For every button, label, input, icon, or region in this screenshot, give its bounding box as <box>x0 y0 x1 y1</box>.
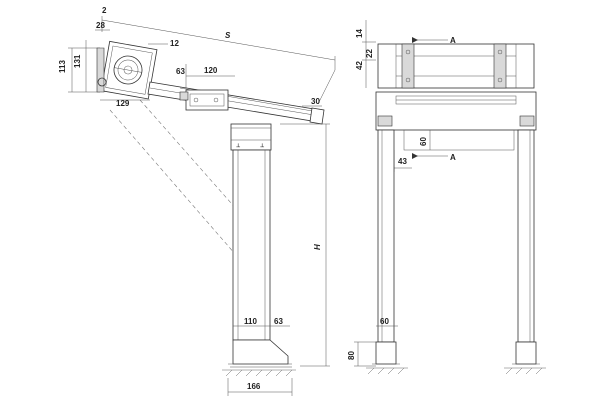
section-A-top: A <box>450 36 456 45</box>
section-A-bottom: A <box>450 153 456 162</box>
dimension-H: H <box>280 123 330 367</box>
dim-42-label: 42 <box>355 61 364 70</box>
svg-text:⊥: ⊥ <box>260 143 265 149</box>
top-rail <box>377 43 535 89</box>
dim-120-label: 120 <box>204 66 218 75</box>
dim-131-label: 131 <box>73 54 82 68</box>
ground-hatch-right-b <box>504 367 546 375</box>
motor-housing <box>100 40 158 100</box>
column-head: ⊥ ⊥ <box>230 123 272 151</box>
dim-28-label: 28 <box>96 21 105 30</box>
dim-60-mid-label: 60 <box>419 137 428 146</box>
dim-80-label: 80 <box>347 351 356 360</box>
ground-hatch-right-a <box>366 367 408 375</box>
right-foot <box>512 341 540 365</box>
ground-hatch-left <box>222 369 296 377</box>
carriage-block <box>179 89 229 111</box>
pivot-bolt <box>97 77 107 87</box>
dim-2-label: 2 <box>102 6 107 15</box>
dim-S-label: S <box>225 31 231 40</box>
dim-63-top-label: 63 <box>176 67 185 76</box>
dim-22-label: 22 <box>365 49 374 58</box>
dim-129-label: 129 <box>116 99 130 108</box>
base-foot <box>228 339 292 368</box>
dim-43-label: 43 <box>398 157 407 166</box>
dim-63-base-label: 63 <box>274 317 283 326</box>
svg-text:⊥: ⊥ <box>236 143 241 149</box>
left-leg <box>377 129 395 343</box>
dim-12-label: 12 <box>170 39 179 48</box>
dim-14-label: 14 <box>355 29 364 38</box>
pivot-plate <box>96 47 105 93</box>
boom-rail <box>147 81 325 125</box>
dimension-S: S <box>101 16 336 105</box>
side-view: S 2 28 12 113 131 63 120 <box>58 6 336 396</box>
left-foot <box>372 341 400 365</box>
column <box>232 149 271 341</box>
dim-60-foot-label: 60 <box>380 317 389 326</box>
dim-113-label: 113 <box>58 60 67 73</box>
right-leg <box>517 129 535 343</box>
dim-166-label: 166 <box>247 382 261 391</box>
dim-110-label: 110 <box>244 317 257 326</box>
front-view: A 14 42 22 <box>347 20 546 375</box>
crossbeam <box>375 91 537 151</box>
dim-H-label: H <box>313 244 322 250</box>
dim-30-label: 30 <box>311 97 320 106</box>
